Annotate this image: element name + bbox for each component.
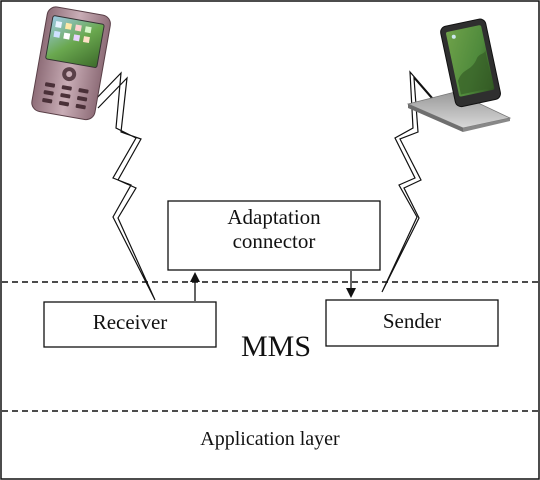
sender-label: Sender [382, 309, 442, 333]
receiver-wireless-link [91, 71, 156, 301]
receiver-label: Receiver [92, 310, 168, 334]
application-layer-label: Application layer [200, 428, 340, 450]
receiver-box [43, 301, 217, 348]
adaptation-connector-label: Adaptation connector [168, 205, 380, 253]
slider-phone-on-dock-icon [406, 18, 512, 132]
mobile-phone-with-stylus-icon [31, 6, 111, 121]
sender-wireless-link [381, 70, 441, 293]
adaptation-connector-label-line2: connector [232, 229, 316, 254]
mms-label: MMS [240, 330, 312, 363]
sender-box [325, 299, 499, 347]
adaptation-connector-box [167, 200, 381, 271]
adaptation-connector-label-line1: Adaptation [227, 205, 321, 229]
